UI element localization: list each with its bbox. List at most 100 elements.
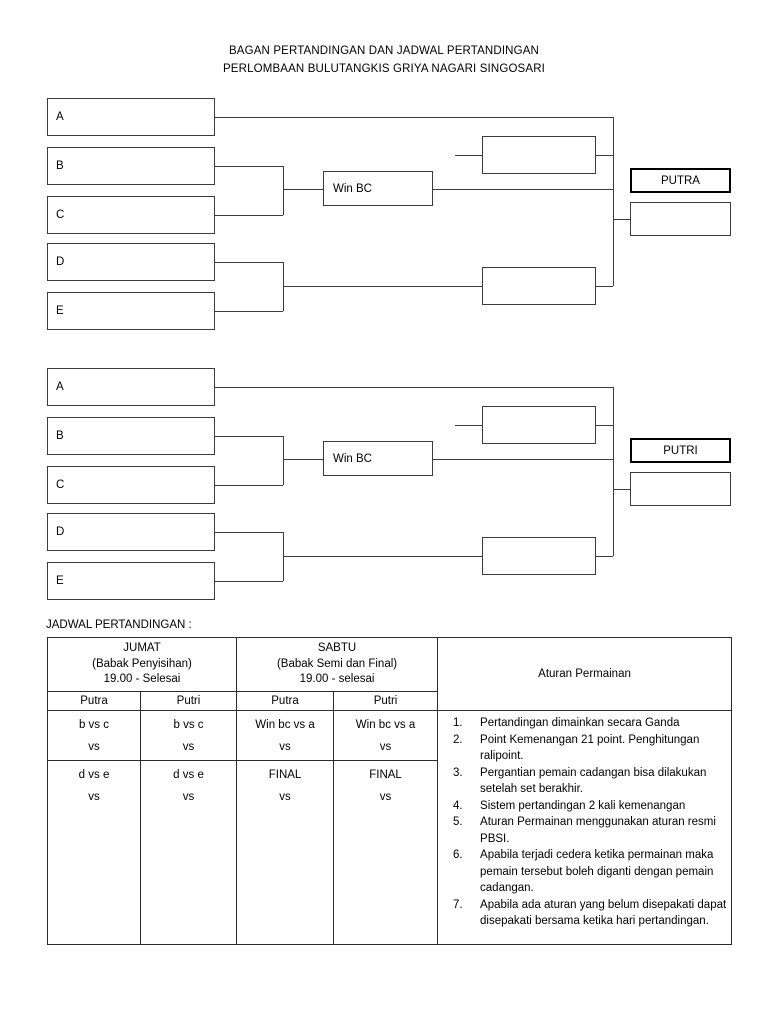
bracket-putri-team-a[interactable]: A: [47, 368, 215, 406]
bracket-putra-team-a[interactable]: A: [47, 98, 215, 136]
connector-semibot-out: [596, 286, 613, 287]
rule-text: Pergantian pemain cadangan bisa dilakuka…: [480, 766, 707, 796]
table-header-row-day: JUMAT (Babak Penyisihan) 19.00 - Selesai…: [46, 637, 733, 711]
match-cell[interactable]: d vs e vs: [139, 760, 238, 945]
connector-bc-vertical: [283, 166, 284, 215]
rule-text: Point Kemenangan 21 point. Penghitungan …: [480, 733, 700, 763]
list-item: 4.Sistem pertandingan 2 kali kemenangan: [438, 798, 731, 815]
bracket-putra-semifinal-bottom[interactable]: [482, 267, 596, 305]
match-cell[interactable]: Win bc vs a vs: [236, 710, 335, 761]
team-label: E: [56, 575, 64, 587]
match-line-2: vs: [182, 791, 195, 803]
day-round: (Babak Semi dan Final): [276, 657, 398, 670]
team-label: B: [56, 160, 64, 172]
team-label: C: [56, 479, 65, 491]
match-line-2: vs: [88, 741, 100, 753]
day-header-sabtu: SABTU (Babak Semi dan Final) 19.00 - sel…: [236, 637, 439, 692]
connector-winbc-out: [433, 189, 613, 190]
match-cell[interactable]: Win bc vs a vs: [333, 710, 439, 761]
rule-text: Sistem pertandingan 2 kali kemenangan: [480, 799, 686, 812]
connector-b-horizontal: [215, 436, 283, 437]
bracket-putra-winbc-box[interactable]: Win BC: [323, 171, 433, 206]
match-line-2: vs: [379, 791, 392, 803]
table-row: d vs e vs d vs e vs FINAL vs FINAL vs: [47, 760, 732, 945]
winbc-label: Win BC: [333, 182, 372, 195]
connector-c-horizontal: [215, 215, 283, 216]
connector-a-horizontal: [215, 387, 613, 388]
bracket-putri-semifinal-top[interactable]: [482, 406, 596, 444]
rules-list: 1.Pertandingan dimainkan secara Ganda 2.…: [438, 715, 731, 930]
connector-d-horizontal: [215, 262, 283, 263]
day-header-jumat: JUMAT (Babak Penyisihan) 19.00 - Selesai: [46, 637, 238, 692]
winbc-label: Win BC: [333, 452, 372, 465]
bracket-putra-team-e[interactable]: E: [47, 292, 215, 330]
rule-text: Apabila ada aturan yang belum disepakati…: [480, 898, 727, 928]
bracket-putra-champion-label: PUTRA: [630, 168, 731, 193]
team-label: A: [56, 381, 64, 393]
connector-e-horizontal: [215, 311, 283, 312]
bracket-putra-team-c[interactable]: C: [47, 196, 215, 234]
list-item: 5.Aturan Permainan menggunakan aturan re…: [438, 814, 731, 847]
match-cell[interactable]: b vs c vs: [139, 710, 238, 761]
match-line-1: Win bc vs a: [255, 719, 315, 731]
bracket-putri-team-e[interactable]: E: [47, 562, 215, 600]
rule-number: 7.: [453, 898, 463, 911]
match-line-2: vs: [379, 741, 392, 753]
connector-semitop-out: [596, 425, 613, 426]
day-name: SABTU: [317, 642, 357, 654]
bracket-putri-team-d[interactable]: D: [47, 513, 215, 551]
rule-text: Apabila terjadi cedera ketika permainan …: [480, 849, 714, 894]
match-line-1: d vs e: [78, 769, 110, 781]
bracket-putri-champion-label: PUTRI: [630, 438, 731, 463]
connector-bc-to-winbc: [283, 189, 323, 190]
connector-e-horizontal: [215, 581, 283, 582]
bracket-putra-team-d[interactable]: D: [47, 243, 215, 281]
connector-a-horizontal: [215, 117, 613, 118]
team-label: C: [56, 209, 65, 221]
team-label: B: [56, 430, 64, 442]
bracket-putri-champion-box[interactable]: [630, 472, 731, 506]
connector-semitop-vertical: [613, 387, 614, 459]
match-cell[interactable]: FINAL vs: [236, 760, 335, 945]
connector-de-to-semi: [283, 556, 482, 557]
connector-b-horizontal: [215, 166, 283, 167]
day-name: JUMAT: [123, 642, 161, 654]
connector-bc-vertical: [283, 436, 284, 485]
match-cell[interactable]: b vs c vs: [47, 710, 141, 761]
match-line-1: b vs c: [78, 719, 110, 731]
champion-label-text: PUTRA: [661, 174, 700, 187]
bracket-putra-champion-box[interactable]: [630, 202, 731, 236]
match-line-1: FINAL: [369, 769, 402, 781]
connector-c-horizontal: [215, 485, 283, 486]
team-label: A: [56, 111, 64, 123]
bracket-putri-team-b[interactable]: B: [47, 417, 215, 455]
rules-column-header: Aturan Permainan: [437, 637, 733, 711]
match-line-2: vs: [279, 741, 291, 753]
team-label: E: [56, 305, 64, 317]
connector-semitop-in: [455, 155, 482, 156]
gender-header-jumat-putri: Putri: [139, 691, 238, 711]
match-line-1: FINAL: [268, 769, 302, 781]
bracket-putra-semifinal-top[interactable]: [482, 136, 596, 174]
rules-cell: 1.Pertandingan dimainkan secara Ganda 2.…: [437, 710, 733, 945]
bracket-putra-team-b[interactable]: B: [47, 147, 215, 185]
match-cell[interactable]: d vs e vs: [47, 760, 141, 945]
connector-bc-to-winbc: [283, 459, 323, 460]
rule-number: 1.: [453, 717, 463, 729]
team-label: D: [56, 256, 65, 268]
day-round: (Babak Penyisihan): [92, 657, 192, 670]
connector-final-to-champion: [613, 489, 630, 490]
schedule-table: JUMAT (Babak Penyisihan) 19.00 - Selesai…: [46, 637, 733, 945]
rule-number: 6.: [453, 849, 463, 861]
bracket-putri-semifinal-bottom[interactable]: [482, 537, 596, 575]
match-cell[interactable]: FINAL vs: [333, 760, 439, 945]
connector-semibot-out: [596, 556, 613, 557]
bracket-putri-winbc-box[interactable]: Win BC: [323, 441, 433, 476]
gender-header-sabtu-putri: Putri: [333, 691, 439, 711]
bracket-putri-team-c[interactable]: C: [47, 466, 215, 504]
page-title-line-2: PERLOMBAAN BULUTANGKIS GRIYA NAGARI SING…: [222, 63, 545, 75]
gender-header-jumat-putra: Putra: [47, 691, 141, 711]
day-time: 19.00 - Selesai: [103, 673, 181, 685]
team-label: D: [56, 526, 65, 538]
connector-final-to-champion: [613, 219, 630, 220]
